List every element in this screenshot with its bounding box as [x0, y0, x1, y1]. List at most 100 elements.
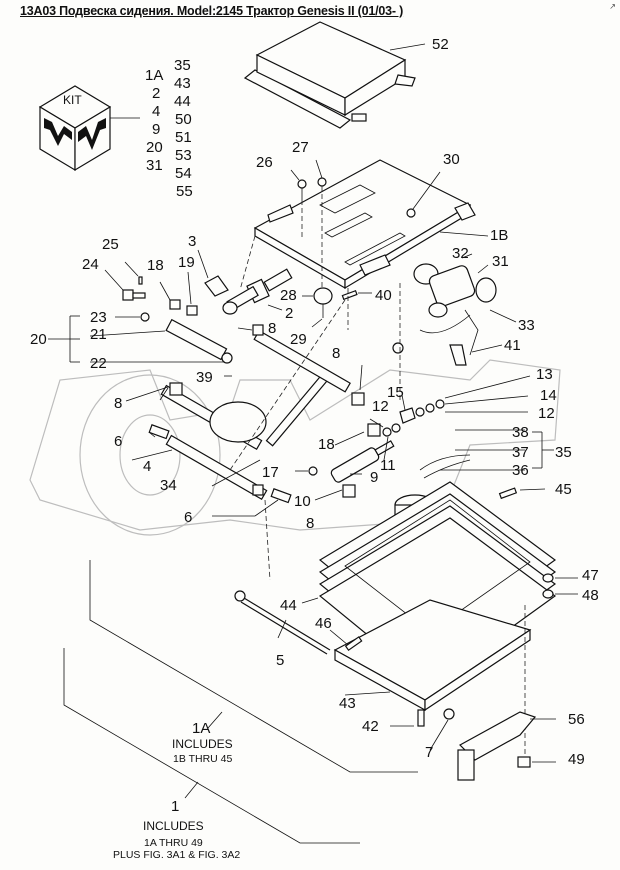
callout: 2: [285, 305, 293, 322]
callout: 29: [290, 331, 307, 348]
part-43-base-frame: [333, 599, 532, 712]
pins-24-25-18-19-23: [104, 261, 198, 322]
valve-31-32-33-41: [392, 253, 517, 366]
callout: 7: [425, 744, 433, 761]
callout: 21: [90, 326, 107, 343]
callout: 45: [555, 481, 572, 498]
callout: 40: [375, 287, 392, 304]
callout: 33: [518, 317, 535, 334]
note-1-plus-figs: PLUS FIG. 3A1 & FIG. 3A2: [113, 849, 240, 861]
callout: 19: [178, 254, 195, 271]
callout: 37: [512, 444, 529, 461]
callout: 14: [540, 387, 557, 404]
kit-item: 9: [152, 121, 160, 138]
shock-absorber-9: [295, 375, 531, 501]
callout: 10: [294, 493, 311, 510]
part-5-rod: [234, 590, 349, 655]
callout: 24: [82, 256, 99, 273]
callout: 46: [315, 615, 332, 632]
callout: 13: [536, 366, 553, 383]
kit-item: 2: [152, 85, 160, 102]
callout: 22: [90, 355, 107, 372]
callout: 42: [362, 718, 379, 735]
callout: 52: [432, 36, 449, 53]
kit-item: 50: [175, 111, 192, 128]
callout: 28: [280, 287, 297, 304]
kit-part-list: 1A 2 4 9 20 31 35 43 44 50 51 53 54 55: [145, 57, 193, 200]
parts-28-29-40: [302, 287, 372, 328]
part-2-3-spring-assembly: [197, 249, 293, 315]
callout: 12: [372, 398, 389, 415]
small-hardware: [390, 573, 578, 781]
callout: 9: [370, 469, 378, 486]
part-1b-plate: [253, 159, 489, 290]
scissor-frame: [125, 324, 365, 517]
callout: 26: [256, 154, 273, 171]
part-52-control-box: [243, 21, 426, 129]
kit-cube-icon: KIT: [38, 85, 140, 172]
callout: 31: [492, 253, 509, 270]
assembly-brackets: [63, 560, 418, 844]
assembly-note-1a: 1A INCLUDES 1B THRU 45: [172, 720, 233, 765]
bracket-20: [48, 315, 80, 363]
callout: 34: [160, 477, 177, 494]
callout: 8: [268, 320, 276, 337]
note-1-includes: INCLUDES: [143, 819, 204, 833]
callout: 41: [504, 337, 521, 354]
callout: 48: [582, 587, 599, 604]
callout: 17: [262, 464, 279, 481]
callout: 43: [339, 695, 356, 712]
alignment-lines: [229, 235, 401, 581]
callout: 4: [143, 458, 151, 475]
callout: 12: [538, 405, 555, 422]
callout: 27: [292, 139, 309, 156]
callout: 47: [582, 567, 599, 584]
callout: 39: [196, 369, 213, 386]
callout: 20: [30, 331, 47, 348]
callout: 18: [147, 257, 164, 274]
kit-item: 20: [146, 139, 163, 156]
kit-item: 54: [175, 165, 192, 182]
callout: 8: [306, 515, 314, 532]
fasteners-26-27-30: [290, 159, 441, 300]
assembly-note-1: 1 INCLUDES 1A THRU 49 PLUS FIG. 3A1 & FI…: [113, 798, 240, 861]
callout: 56: [568, 711, 585, 728]
kit-item: 51: [175, 129, 192, 146]
callout: 30: [443, 151, 460, 168]
note-1a-number: 1A: [192, 720, 210, 737]
callout: 23: [90, 309, 107, 326]
callout: 35: [555, 444, 572, 461]
note-1-range: 1A THRU 49: [144, 837, 203, 849]
callout-labels: 52 26 27 30 1B 3 25 24 18 19 32 31 28 40…: [30, 36, 599, 768]
kit-item: 4: [152, 103, 160, 120]
callout: 36: [512, 462, 529, 479]
callout: 3: [188, 233, 196, 250]
callout: 32: [452, 245, 469, 262]
kit-item: 35: [174, 57, 191, 74]
kit-item: 43: [174, 75, 191, 92]
part-21-strut: [89, 318, 233, 364]
callout: 5: [276, 652, 284, 669]
callout: 6: [184, 509, 192, 526]
kit-item: 31: [146, 157, 163, 174]
note-1a-range: 1B THRU 45: [173, 753, 232, 765]
corner-arrow-icon: ↗: [609, 2, 616, 11]
callout: 15: [387, 384, 404, 401]
kit-item: 1A: [145, 67, 163, 84]
callout: 1B: [490, 227, 508, 244]
callout: 11: [380, 457, 396, 474]
kit-item: 55: [176, 183, 193, 200]
callout: 6: [114, 433, 122, 450]
callout: 8: [114, 395, 122, 412]
callout: 18: [318, 436, 335, 453]
note-1-number: 1: [171, 798, 179, 815]
kit-label: KIT: [63, 93, 82, 107]
note-1a-includes: INCLUDES: [172, 737, 233, 751]
watermark: [29, 359, 561, 536]
callout: 25: [102, 236, 119, 253]
kit-item: 53: [175, 147, 192, 164]
kit-item: 44: [174, 93, 191, 110]
callout: 49: [568, 751, 585, 768]
callout: 38: [512, 424, 529, 441]
